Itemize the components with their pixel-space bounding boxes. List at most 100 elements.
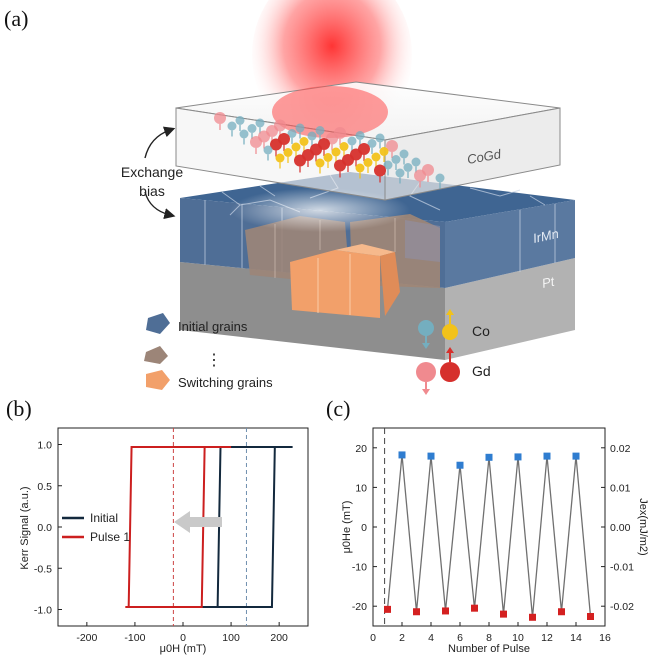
data-point [413,608,420,616]
x-tick-label-b: -100 [124,632,145,644]
atom [399,149,409,159]
atom [287,129,297,138]
atom [250,136,262,148]
x-tick-label-c: 16 [599,632,611,644]
atom [247,124,257,133]
atom [291,142,301,152]
atom [270,138,282,151]
y-tick-label-c: 20 [355,443,367,455]
atom [275,153,285,163]
shift-arrow-icon [174,511,222,533]
atom [235,116,245,125]
switching-grain-icon [146,370,170,390]
data-point [558,608,565,616]
panel-b-label: (b) [6,396,32,421]
atom [383,160,393,170]
data-point [471,604,478,612]
legend-pulse1: Pulse 1 [90,530,130,544]
schematic: Exchange bias CoGd IrMn Pt Initial grain… [121,0,575,395]
x-tick-label-c: 0 [370,632,376,644]
series-line-c [386,454,592,618]
atom [307,131,317,141]
exchange-bias-line2: bias [139,183,165,199]
atom [374,164,386,177]
x-tick-label-b: 100 [222,632,240,644]
data-point [384,605,391,613]
panel-a-label: (a) [4,6,29,31]
y-tick-label-b: -0.5 [34,563,52,575]
atom-legend: Co Gd [416,309,491,395]
data-point [456,461,464,469]
exchange-bias-arrow-up [144,126,176,159]
y-tick-label-b: -1.0 [34,605,52,617]
exchange-bias-line1: Exchange [121,164,183,180]
y-axis-right-label-c: Jex(mJ/m2) [637,498,649,555]
atom [403,163,413,172]
atom [367,139,377,148]
legend-initial-grains: Initial grains [178,319,248,334]
legend-initial: Initial [90,511,118,525]
y-tick-label-c: -10 [352,562,367,574]
exchange-bias-arrow-down [144,191,176,220]
grain-legend: Initial grains ⋮ Switching grains [144,313,273,390]
data-point [543,452,551,460]
atom [347,136,357,146]
data-point [500,610,507,618]
y-axis-label-c: μ0He (mT) [341,501,353,554]
cogd-label: CoGd [466,146,503,167]
atom [355,131,365,140]
data-point [485,453,493,461]
legend-ellipsis: ⋮ [206,352,222,369]
atom [375,133,385,143]
y-axis-label-b: Kerr Signal (a.u.) [19,486,31,569]
x-tick-label-c: 8 [486,632,492,644]
x-tick-label-c: 10 [512,632,524,644]
atom-lattice [214,112,445,189]
y-tick-label-c: 0 [361,522,367,534]
y-right-tick-label-c: 0.02 [610,443,631,455]
x-tick-label-b: 200 [270,632,288,644]
y-right-tick-label-c: -0.01 [610,562,634,574]
atom [411,157,421,167]
atom [334,159,346,172]
atom [283,148,293,157]
atom [371,152,381,162]
x-tick-label-c: 12 [541,632,553,644]
data-point [427,452,435,460]
y-tick-label-c: 10 [355,482,367,494]
x-tick-label-c: 6 [457,632,463,644]
x-axis-label-c: Number of Pulse [448,643,530,655]
atom [391,155,401,164]
legend-b: Initial Pulse 1 [62,511,222,544]
y-tick-label-b: 0.0 [37,522,52,534]
x-axis-label-b: μ0H (mT) [160,643,207,655]
atom [355,163,365,173]
legend-gd: Gd [472,363,491,379]
atom [263,145,273,155]
atom [363,158,373,167]
data-point [572,452,580,460]
atom [395,168,405,178]
atom [386,140,398,152]
atom [239,129,249,139]
legend-co: Co [472,323,490,339]
atom [339,142,349,151]
atom [331,147,341,157]
atom [379,147,389,156]
x-tick-label-b: -200 [76,632,97,644]
atom [227,121,237,131]
laser-spot [230,188,410,232]
pt-label: Pt [541,273,557,291]
legend-switching-grains: Switching grains [178,375,273,390]
atom [435,173,445,183]
y-tick-label-b: 0.5 [37,481,52,493]
atom [315,126,325,135]
atom [323,153,333,162]
y-right-tick-label-c: 0.00 [610,522,631,534]
atom [299,137,309,146]
x-tick-label-c: 4 [428,632,434,644]
y-tick-label-b: 1.0 [37,440,52,452]
panel-c-label: (c) [326,396,351,421]
